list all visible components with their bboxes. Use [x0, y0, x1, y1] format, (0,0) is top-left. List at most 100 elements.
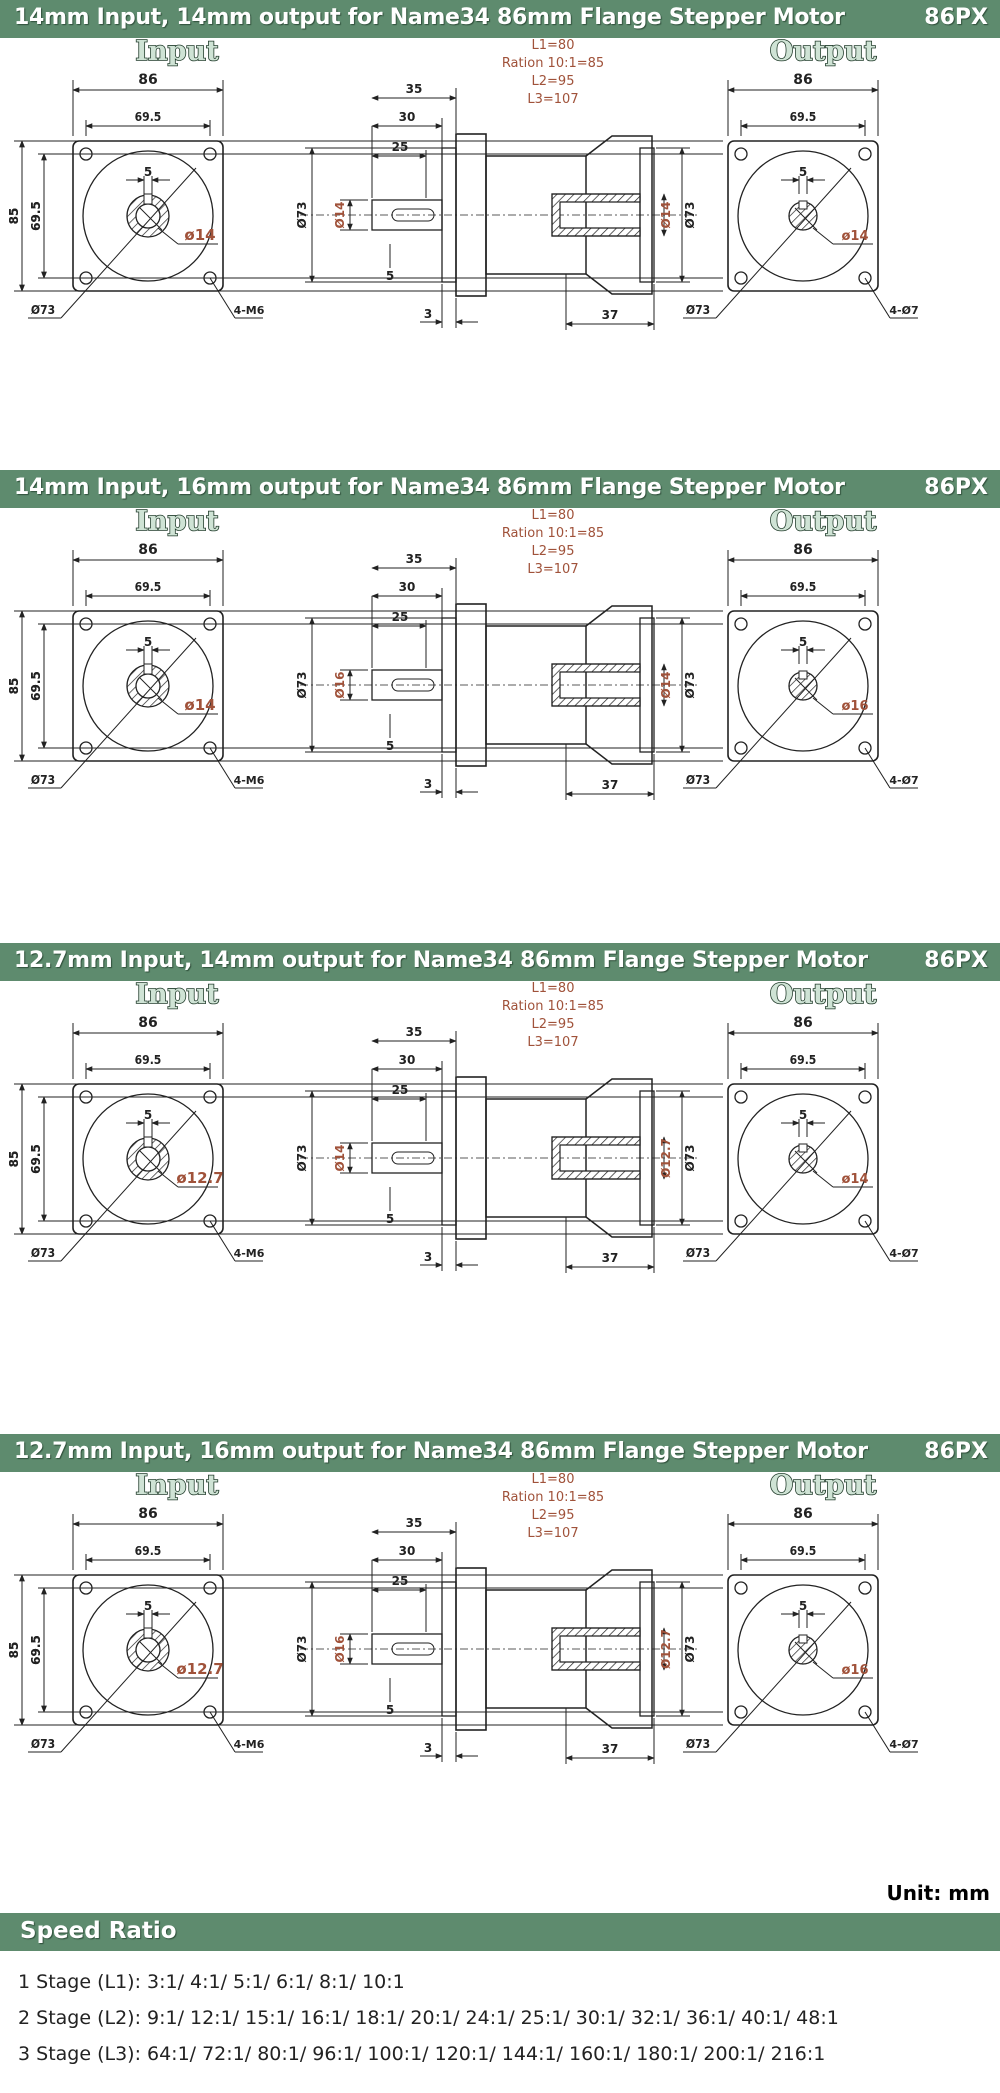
section-header: 12.7mm Input, 14mm output for Name34 86m…	[0, 943, 1000, 981]
model-badge: 86PX	[924, 948, 988, 973]
dimension-label: 30	[399, 1544, 416, 1558]
section-header: 14mm Input, 16mm output for Name34 86mm …	[0, 470, 1000, 508]
dimension-label: 85	[7, 1151, 21, 1168]
output-shaft-diameter: ø14	[841, 229, 868, 244]
dimension-label: Ø73	[31, 1737, 55, 1751]
section-title: 12.7mm Input, 14mm output for Name34 86m…	[14, 948, 868, 973]
stage-row: 3 Stage (L3):64:1/ 72:1/ 80:1/ 96:1/ 100…	[18, 2036, 988, 2072]
input-shaft-diameter: ø14	[184, 226, 215, 244]
output-bore-diameter: Ø12.7	[659, 1138, 673, 1178]
spec-l3: L3=107	[527, 92, 578, 107]
stage-ratios: 9:1/ 12:1/ 15:1/ 16:1/ 18:1/ 20:1/ 24:1/…	[146, 2007, 839, 2029]
dimension-label: 85	[7, 1151, 21, 1168]
dimension-label: 4-M6	[234, 1247, 265, 1260]
dimension-label: Ø73	[295, 672, 309, 699]
dimension-label: 86	[793, 72, 812, 88]
dimension-label: 4-M6	[234, 1738, 265, 1751]
dimension-label: 25	[392, 140, 409, 154]
dimension-label: Ø73	[31, 773, 55, 787]
dimension-label: 3	[424, 1741, 432, 1755]
speed-ratio-list: 1 Stage (L1):3:1/ 4:1/ 5:1/ 6:1/ 8:1/ 10…	[18, 1964, 988, 2072]
dimension-label: 5	[386, 1703, 394, 1717]
model-badge: 86PX	[924, 5, 988, 30]
dimension-label: 5	[144, 1108, 152, 1122]
spec-l2: L2=95	[532, 544, 575, 559]
dimension-label: 85	[7, 678, 21, 695]
section-header: 12.7mm Input, 16mm output for Name34 86m…	[0, 1434, 1000, 1472]
dimension-label: 69.5	[135, 1053, 162, 1067]
dimension-label: 69.5	[29, 1635, 43, 1665]
output-heading: Output	[770, 508, 877, 537]
spec-l1: L1=80	[532, 981, 575, 996]
output-bore-diameter: Ø14	[659, 202, 673, 229]
dimension-label: 4-Ø7	[889, 1738, 918, 1751]
dimension-label: Ø73	[295, 1636, 309, 1663]
dimension-label: 85	[7, 1642, 21, 1659]
spec-l2: L2=95	[532, 1508, 575, 1523]
drawing-section: 14mm Input, 14mm output for Name34 86mm …	[0, 0, 1000, 473]
dimension-label: 30	[399, 1053, 416, 1067]
output-shaft-diameter: ø16	[841, 1663, 868, 1678]
dimension-label: 69.5	[29, 671, 43, 701]
spec-l1: L1=80	[532, 38, 575, 53]
dimension-label: Ø73	[686, 303, 710, 317]
dimension-label: 86	[138, 1506, 157, 1522]
output-bore-diameter: Ø14	[659, 672, 673, 699]
drawing-section: 12.7mm Input, 14mm output for Name34 86m…	[0, 943, 1000, 1416]
dimension-label: 69.5	[29, 1144, 43, 1174]
section-title: 14mm Input, 14mm output for Name34 86mm …	[14, 5, 845, 30]
dimension-label: 69.5	[29, 1144, 43, 1174]
dimension-label: 69.5	[29, 1635, 43, 1665]
dimension-label: 3	[424, 307, 432, 321]
dimension-label: 5	[144, 1599, 152, 1613]
dimension-label: 4-M6	[234, 304, 265, 317]
spec-l2: L2=95	[532, 1017, 575, 1032]
dimension-label: 5	[386, 269, 394, 283]
dimension-label: 4-M6	[234, 774, 265, 787]
dimension-label: Ø73	[295, 1145, 309, 1172]
dimension-label: 85	[7, 208, 21, 225]
input-heading: Input	[135, 508, 219, 537]
dimension-label: Ø73	[295, 202, 309, 229]
dimension-label: Ø73	[683, 672, 697, 699]
stage-label: 1 Stage (L1):	[18, 1971, 141, 1993]
dimension-label: 25	[392, 1574, 409, 1588]
input-shaft-diameter: ø12.7	[176, 1660, 223, 1678]
spec-l1: L1=80	[532, 1472, 575, 1487]
stage-ratios: 64:1/ 72:1/ 80:1/ 96:1/ 100:1/ 120:1/ 14…	[146, 2043, 826, 2065]
dimension-label: 25	[392, 1083, 409, 1097]
dimension-label: 86	[138, 1015, 157, 1031]
output-heading: Output	[770, 981, 877, 1010]
dimension-label: 86	[793, 1015, 812, 1031]
dimension-label: 3	[424, 777, 432, 791]
output-heading: Output	[770, 38, 877, 67]
dimension-label: 25	[392, 610, 409, 624]
spec-l3: L3=107	[527, 562, 578, 577]
spec-l3: L3=107	[527, 1526, 578, 1541]
dimension-label: 69.5	[135, 580, 162, 594]
dimension-label: 69.5	[790, 1544, 817, 1558]
dimension-label: Ø73	[31, 1246, 55, 1260]
dimension-label: Ø73	[686, 773, 710, 787]
speed-ratio-title: Speed Ratio	[20, 1918, 177, 1944]
dimension-label: 35	[406, 1025, 423, 1039]
dimension-label: 5	[799, 165, 807, 179]
dimension-label: 86	[138, 72, 157, 88]
stage-row: 2 Stage (L2):9:1/ 12:1/ 15:1/ 16:1/ 18:1…	[18, 2000, 988, 2036]
spec-l1: L1=80	[532, 508, 575, 523]
input-heading: Input	[135, 1472, 219, 1501]
input-shaft-diameter: Ø14	[333, 202, 347, 229]
dimension-label: 5	[799, 635, 807, 649]
dimension-label: 37	[602, 778, 619, 792]
stage-label: 3 Stage (L3):	[18, 2043, 141, 2065]
spec-ration: Ration 10:1=85	[502, 999, 604, 1014]
dimension-label: 86	[138, 542, 157, 558]
